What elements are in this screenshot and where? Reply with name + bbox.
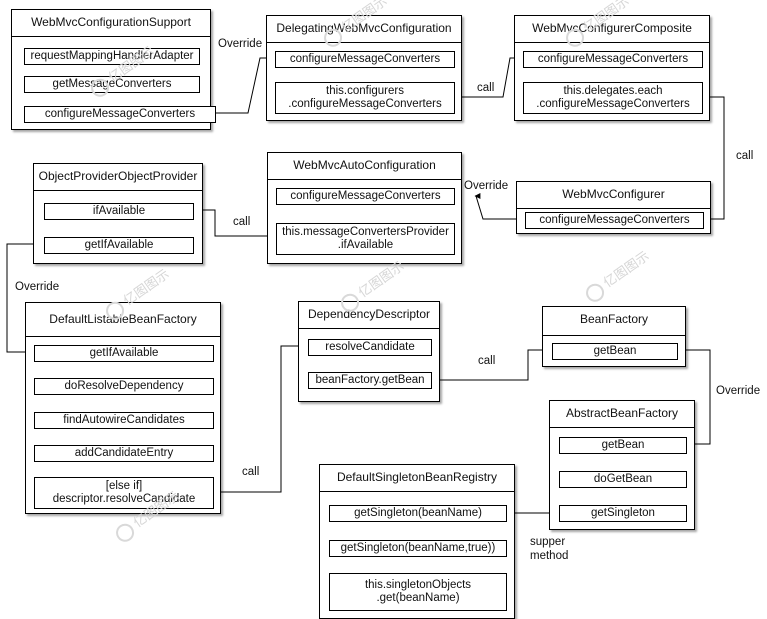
body-line: [else if] <box>105 480 143 492</box>
method-get-if-available: getIfAvailable <box>44 237 194 254</box>
class-divider <box>550 427 694 428</box>
wire-override-beanfactory-to-abstract <box>677 349 711 447</box>
class-title: DependencyDescriptor <box>307 307 431 321</box>
method-get-singleton-bean-name: getSingleton(beanName) <box>329 505 507 522</box>
method-get-singleton: getSingleton <box>559 505 687 522</box>
method-if-available: ifAvailable <box>44 203 194 220</box>
body-line: .configureMessageConverters <box>288 98 442 110</box>
method-configure-message-converters: configureMessageConverters <box>276 188 455 205</box>
class-title: ObjectProviderObjectProvider <box>38 169 198 183</box>
class-webmvc-configurer: WebMvcConfigurer configureMessageConvert… <box>516 181 711 234</box>
label-line: method <box>530 550 569 562</box>
class-dependency-descriptor: DependencyDescriptor resolveCandidate be… <box>298 301 440 402</box>
method-body-singleton-objects: this.singletonObjects .get(beanName) <box>329 573 507 611</box>
label-call-3: call <box>233 216 251 228</box>
class-title: BeanFactory <box>579 312 649 326</box>
class-divider <box>515 42 709 43</box>
method-body-configurers: this.configurers .configureMessageConver… <box>275 82 455 114</box>
body-line: this.singletonObjects <box>364 579 472 591</box>
method-get-bean: getBean <box>559 437 687 454</box>
method-configure-message-converters: configureMessageConverters <box>24 106 216 123</box>
class-divider <box>320 491 514 492</box>
method-do-resolve-dependency: doResolveDependency <box>34 378 214 395</box>
label-override-3: Override <box>15 281 60 293</box>
class-title: DefaultSingletonBeanRegistry <box>336 470 498 484</box>
class-bean-factory: BeanFactory getBean <box>542 306 686 367</box>
class-default-listable-bean-factory: DefaultListableBeanFactory getIfAvailabl… <box>25 302 221 514</box>
label-override-4: Override <box>716 385 761 397</box>
method-get-message-converters: getMessageConverters <box>24 76 200 93</box>
label-override-1: Override <box>218 38 263 50</box>
method-get-singleton-bean-name-true: getSingleton(beanName,true)) <box>329 540 507 557</box>
class-title: WebMvcConfigurerComposite <box>532 21 692 35</box>
class-divider <box>267 42 461 43</box>
method-request-mapping-handler-adapter: requestMappingHandlerAdapter <box>24 48 200 65</box>
class-webmvc-configurer-composite: WebMvcConfigurerComposite configureMessa… <box>514 15 710 121</box>
class-title: WebMvcConfigurer <box>562 187 665 201</box>
class-object-provider: ObjectProviderObjectProvider ifAvailable… <box>33 163 203 264</box>
label-line: supper <box>530 536 566 548</box>
label-call-5: call <box>242 466 260 478</box>
method-find-autowire-candidates: findAutowireCandidates <box>34 412 214 429</box>
label-call-4: call <box>478 355 496 367</box>
body-line: descriptor.resolveCandidate <box>52 493 196 505</box>
method-configure-message-converters: configureMessageConverters <box>525 212 704 229</box>
class-title: DelegatingWebMvcConfiguration <box>276 21 452 35</box>
wire-call-autoconfig-to-provider <box>192 207 275 237</box>
wire-override-provider-to-listable <box>6 243 43 355</box>
class-divider <box>12 36 210 37</box>
method-get-if-available: getIfAvailable <box>34 345 214 362</box>
class-divider <box>34 190 202 191</box>
class-delegating-webmvc-configuration: DelegatingWebMvcConfiguration configureM… <box>266 15 462 121</box>
label-supper-method: supper method <box>530 535 568 563</box>
class-webmvc-auto-configuration: WebMvcAutoConfiguration configureMessage… <box>267 152 462 264</box>
class-divider <box>517 208 710 209</box>
body-line: .configureMessageConverters <box>536 98 690 110</box>
body-line: this.messageConvertersProvider <box>282 226 449 238</box>
class-divider <box>299 328 439 329</box>
label-call-2: call <box>736 150 754 162</box>
method-body-delegates-each: this.delegates.each .configureMessageCon… <box>523 82 703 114</box>
method-configure-message-converters: configureMessageConverters <box>275 51 455 68</box>
method-resolve-candidate: resolveCandidate <box>308 339 432 356</box>
label-call-1: call <box>477 82 495 94</box>
class-title: WebMvcAutoConfiguration <box>293 158 436 172</box>
class-divider <box>268 179 461 180</box>
body-line: .ifAvailable <box>337 239 394 251</box>
class-webmvc-configuration-support: WebMvcConfigurationSupport requestMappin… <box>11 9 216 130</box>
method-bean-factory-get-bean: beanFactory.getBean <box>308 372 432 389</box>
class-title: WebMvcConfigurationSupport <box>31 15 191 29</box>
wire-call-listable-to-descriptor <box>221 343 308 493</box>
class-title: DefaultListableBeanFactory <box>49 312 197 326</box>
method-body-resolve-candidate: [else if] descriptor.resolveCandidate <box>34 477 214 509</box>
body-line: .get(beanName) <box>376 592 460 604</box>
body-line: this.delegates.each <box>563 85 663 97</box>
class-divider <box>543 335 685 336</box>
method-get-bean: getBean <box>552 343 678 360</box>
label-override-2: Override <box>464 180 509 192</box>
class-abstract-bean-factory: AbstractBeanFactory getBean doGetBean ge… <box>549 400 695 530</box>
wire-override-support-to-delegating <box>211 55 275 114</box>
wire-call-descriptor-to-beanfactory <box>437 347 552 381</box>
method-add-candidate-entry: addCandidateEntry <box>34 445 214 462</box>
body-line: this.configurers <box>326 85 404 97</box>
class-title: AbstractBeanFactory <box>565 406 679 420</box>
method-do-get-bean: doGetBean <box>559 471 687 488</box>
method-body-converters-provider: this.messageConvertersProvider .ifAvaila… <box>276 223 455 255</box>
class-default-singleton-bean-registry: DefaultSingletonBeanRegistry getSingleto… <box>319 464 515 619</box>
method-configure-message-converters: configureMessageConverters <box>523 51 703 68</box>
wire-call-composite-to-configurer <box>702 96 725 222</box>
class-divider <box>26 336 220 337</box>
wire-override-configurer-to-autoconfig <box>474 193 524 220</box>
